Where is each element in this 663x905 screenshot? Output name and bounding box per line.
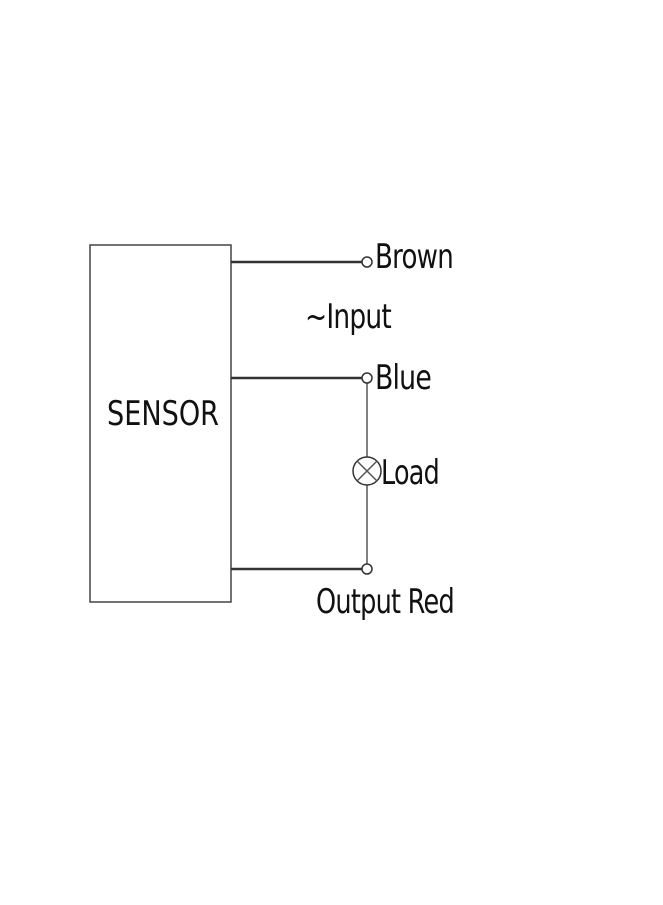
sensor-label: SENSOR: [107, 394, 219, 434]
brown-terminal-icon: [361, 256, 373, 268]
load-lamp-icon: [352, 456, 382, 486]
blue-label: Blue: [375, 358, 431, 398]
blue-terminal-icon: [361, 372, 373, 384]
output-label: Output Red: [316, 582, 454, 622]
input-label: ~Input: [305, 297, 392, 337]
load-label: Load: [381, 453, 439, 493]
output-terminal-icon: [361, 563, 373, 575]
sensor-block: [89, 244, 232, 603]
brown-label: Brown: [375, 237, 453, 277]
